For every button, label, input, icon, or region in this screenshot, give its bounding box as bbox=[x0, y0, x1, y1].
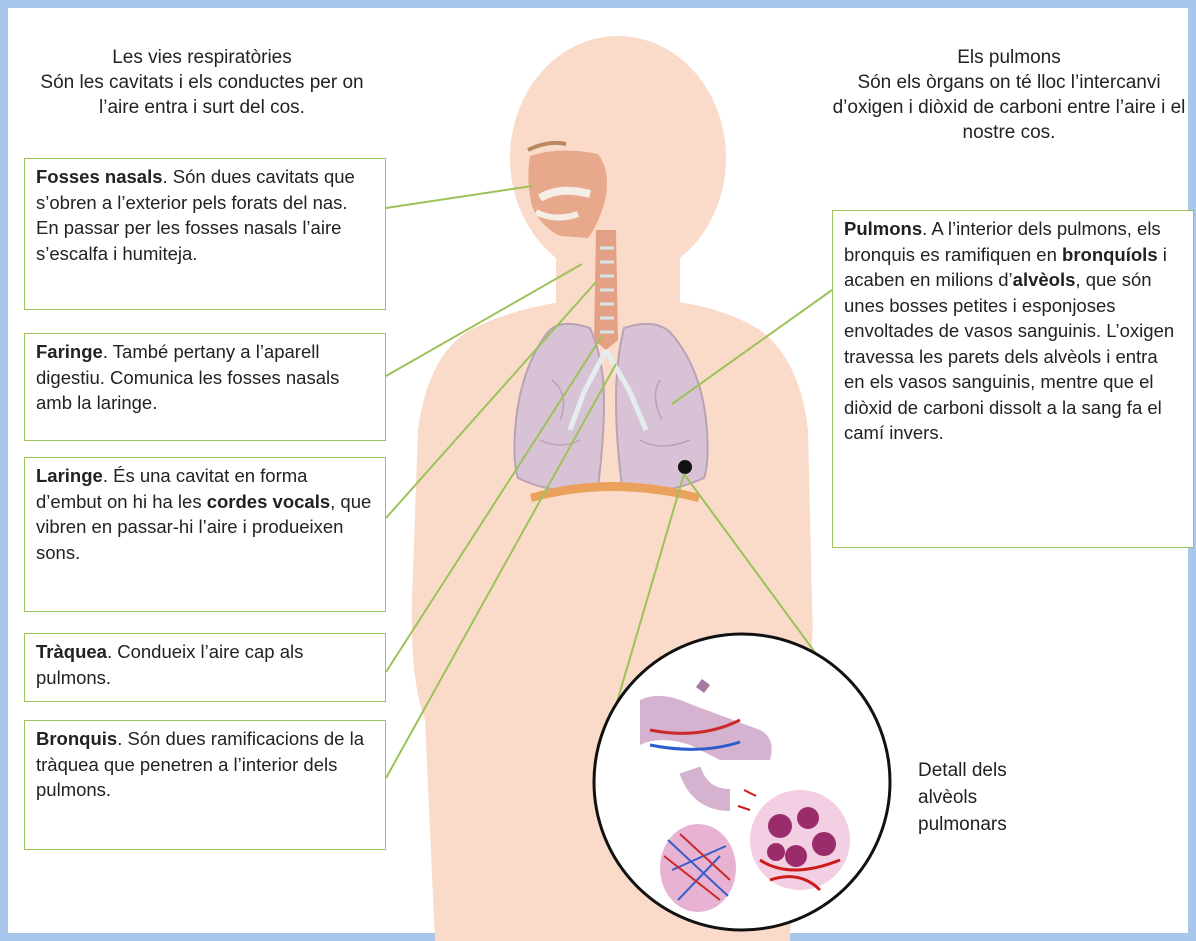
left-heading-title: Les vies respiratòries bbox=[22, 45, 382, 70]
box-traquea: Tràquea. Condueix l’aire cap als pulmons… bbox=[24, 633, 386, 702]
term-faringe: Faringe bbox=[36, 341, 103, 362]
keyword-bronquiols: bronquíols bbox=[1062, 244, 1158, 265]
right-heading: Els pulmons Són els òrgans on té lloc l’… bbox=[828, 45, 1190, 145]
box-faringe: Faringe. També pertany a l’aparell diges… bbox=[24, 333, 386, 441]
box-laringe: Laringe. És una cavitat en forma d’embut… bbox=[24, 457, 386, 612]
box-fosses-nasals: Fosses nasals. Són dues cavitats que s’o… bbox=[24, 158, 386, 310]
right-heading-text: Són els òrgans on té lloc l’intercanvi d… bbox=[828, 70, 1190, 145]
detail-caption-line1: Detall dels bbox=[918, 757, 1007, 784]
term-fosses-nasals: Fosses nasals bbox=[36, 166, 163, 187]
detail-caption-line2: alvèols bbox=[918, 784, 1007, 811]
alveoli-detail-circle bbox=[594, 634, 890, 930]
term-traquea: Tràquea bbox=[36, 641, 107, 662]
alveoli-point-marker bbox=[678, 460, 692, 474]
term-laringe: Laringe bbox=[36, 465, 103, 486]
term-pulmons: Pulmons bbox=[844, 218, 922, 239]
detail-caption: Detall dels alvèols pulmonars bbox=[918, 757, 1007, 838]
left-heading: Les vies respiratòries Són les cavitats … bbox=[22, 45, 382, 120]
right-heading-title: Els pulmons bbox=[828, 45, 1190, 70]
keyword-alveols: alvèols bbox=[1013, 269, 1076, 290]
term-bronquis: Bronquis bbox=[36, 728, 117, 749]
box-pulmons: Pulmons. A l’interior dels pulmons, els … bbox=[832, 210, 1194, 548]
trachea-illustration bbox=[594, 230, 618, 350]
left-heading-text: Són les cavitats i els conductes per on … bbox=[22, 70, 382, 120]
box-bronquis: Bronquis. Són dues ramificacions de la t… bbox=[24, 720, 386, 850]
keyword-cordes-vocals: cordes vocals bbox=[207, 491, 330, 512]
detail-caption-line3: pulmonars bbox=[918, 811, 1007, 838]
desc-pulmons-3: , que són unes bosses petites i esponjos… bbox=[844, 269, 1174, 443]
